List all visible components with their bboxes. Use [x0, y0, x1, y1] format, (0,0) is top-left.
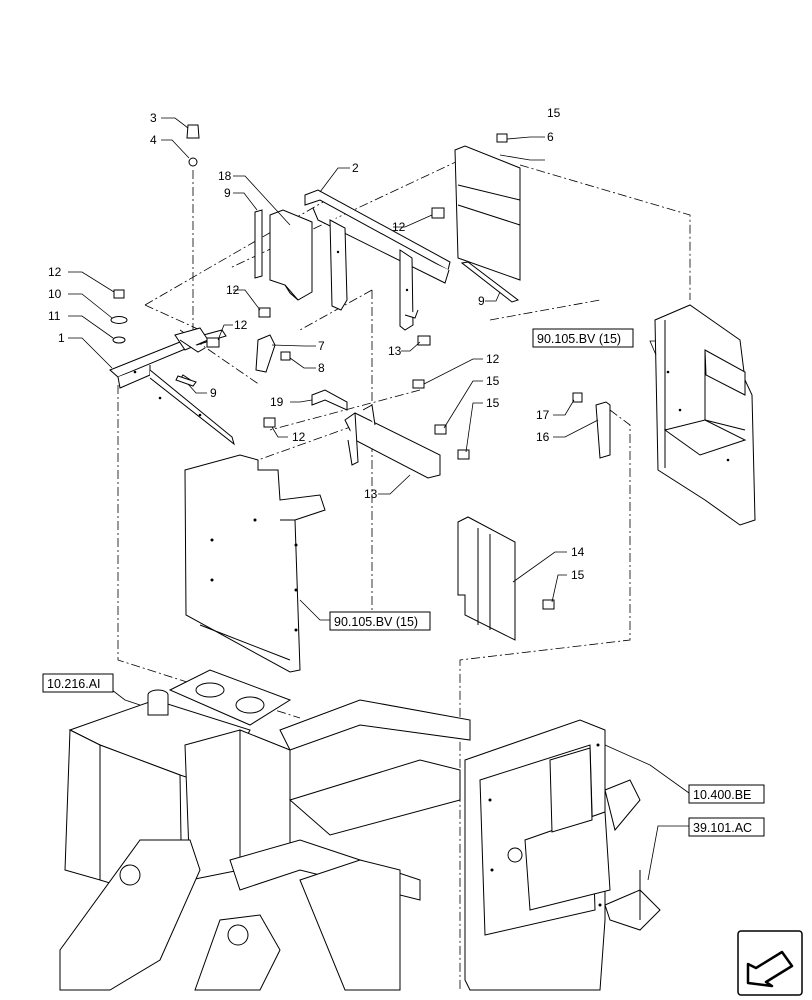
part-6-bolt — [280, 351, 291, 361]
right-side-assembly — [654, 304, 756, 526]
callout-13-a: 13 — [388, 344, 402, 358]
callout-2: 2 — [352, 161, 359, 175]
callout-18: 18 — [218, 169, 232, 183]
callout-12-b: 12 — [226, 283, 240, 297]
callout-10: 10 — [48, 287, 62, 301]
part-1-frame — [109, 327, 235, 446]
arrow-icon[interactable] — [737, 930, 803, 996]
part-12-bolt-d — [431, 207, 445, 219]
part-2-upper-frame — [304, 189, 451, 331]
part-4-washer — [188, 157, 198, 167]
callout-16: 16 — [536, 430, 550, 444]
part-12-bolt-c — [206, 337, 220, 348]
callout-5: 7 — [318, 339, 325, 353]
ref-39-101-ac[interactable]: 39.101.AC — [688, 817, 765, 837]
ref-10-216-ai[interactable]: 10.216.AI — [42, 673, 114, 693]
part-16-bracket — [595, 401, 611, 459]
part-14-side-panel — [457, 516, 516, 641]
callout-3: 3 — [150, 111, 157, 125]
part-15-bolt-c — [457, 449, 470, 460]
part-10-washer — [110, 316, 128, 324]
part-12-bolt-a — [113, 289, 125, 299]
part-9-seal-strip-right — [460, 261, 520, 303]
callout-9-right: 9 — [478, 294, 485, 308]
fasteners — [110, 124, 583, 610]
callout-12-a: 12 — [48, 265, 62, 279]
callout-15-d: 15 — [571, 568, 585, 582]
ref-90-105-bv-center[interactable]: 90.105.BV (15) — [329, 611, 431, 631]
callout-1: 1 — [58, 331, 65, 345]
callout-8: 6 — [547, 130, 554, 144]
callout-19: 19 — [270, 395, 284, 409]
part-13-lower-bracket — [344, 404, 441, 479]
svg-text:90.105.BV (15): 90.105.BV (15) — [537, 332, 621, 346]
callout-6: 8 — [318, 361, 325, 375]
svg-text:10.216.AI: 10.216.AI — [47, 677, 101, 691]
callout-15-c: 15 — [486, 396, 500, 410]
svg-text:10.400.BE: 10.400.BE — [693, 788, 751, 802]
callout-9-left: 9 — [224, 186, 231, 200]
part-19-bracket — [311, 389, 348, 411]
svg-text:39.101.AC: 39.101.AC — [693, 821, 752, 835]
part-12-bolt-f — [263, 417, 276, 428]
callout-17: 17 — [536, 408, 550, 422]
callout-numbers: 3 4 18 9 2 12 10 11 1 12 12 7 8 9 19 12 … — [48, 106, 585, 582]
callout-12-f: 12 — [292, 430, 306, 444]
reference-labels: 90.105.BV (15) 90.105.BV (15) 10.216.AI … — [42, 328, 765, 837]
part-11-washer — [112, 336, 126, 344]
callout-11: 11 — [48, 309, 61, 323]
callout-12-d: 12 — [392, 220, 406, 234]
svg-text:90.105.BV (15): 90.105.BV (15) — [334, 615, 418, 629]
callout-15-a: 15 — [547, 106, 561, 120]
part-12-bolt-e — [412, 379, 425, 389]
part-9-seal-strip-left — [254, 209, 263, 279]
part-8-panel — [454, 145, 521, 281]
part-15-bolt-a — [496, 133, 508, 143]
part-3-cap — [186, 124, 200, 139]
callout-7: 9 — [210, 386, 217, 400]
callout-4: 4 — [150, 133, 157, 147]
center-shroud-panel — [184, 454, 326, 673]
part-17-bolt — [572, 392, 583, 403]
ref-90-105-bv-right[interactable]: 90.105.BV (15) — [532, 328, 634, 348]
ref-10-400-be[interactable]: 10.400.BE — [688, 784, 765, 804]
callout-12-e: 12 — [486, 352, 500, 366]
leader-lines — [68, 117, 690, 881]
part-13-bolt — [417, 335, 431, 346]
callout-13-b: 13 — [364, 487, 378, 501]
part-5-bracket — [255, 334, 276, 373]
callout-12-c: 12 — [234, 318, 248, 332]
part-7-clip — [175, 375, 197, 387]
part-15-bolt-b — [434, 424, 447, 435]
part-12-bolt-b — [258, 307, 271, 318]
part-18-gasket-plate — [269, 209, 313, 301]
machine-chassis — [59, 669, 661, 991]
part-15-bolt-d — [542, 599, 555, 610]
callout-15-b: 15 — [486, 374, 500, 388]
callout-14: 14 — [571, 545, 585, 559]
